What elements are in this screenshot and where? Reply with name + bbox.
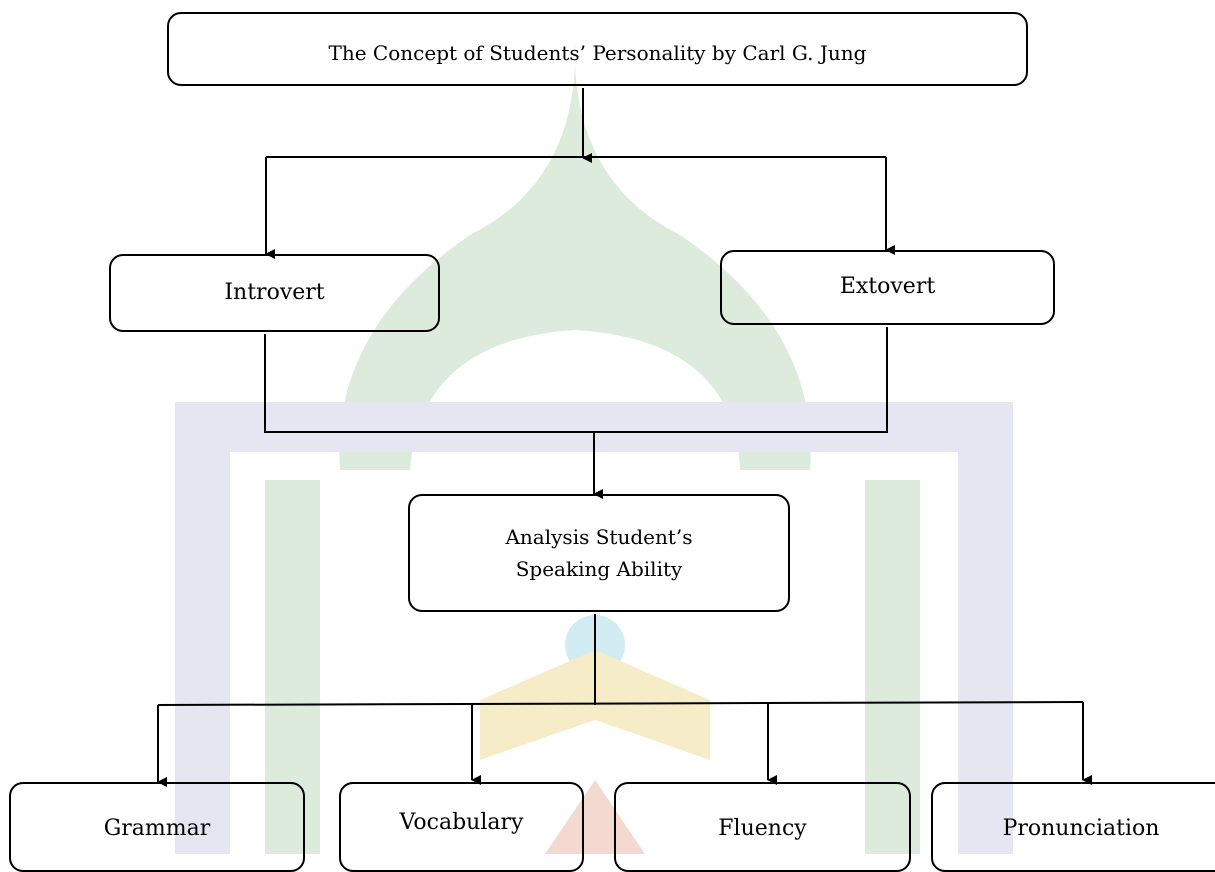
watermark-logo: [175, 40, 1013, 854]
analysis-label-line2: Speaking Ability: [515, 557, 683, 581]
grammar-box: Grammar: [9, 782, 305, 872]
grammar-label: Grammar: [103, 816, 211, 841]
pronunciation-label: Pronunciation: [1002, 816, 1160, 841]
fluency-box: Fluency: [614, 782, 911, 872]
aspects-horizontal-line: [157, 701, 1084, 706]
analysis-box: Analysis Student’s Speaking Ability: [408, 494, 790, 612]
title-box: The Concept of Students’ Personality by …: [167, 12, 1028, 86]
watermark-left-pillar: [175, 402, 230, 854]
extrovert-label: Extovert: [839, 274, 936, 299]
watermark-dome: [339, 40, 811, 470]
pronunciation-box: Pronunciation: [931, 782, 1215, 872]
extrovert-box: Extovert: [720, 250, 1055, 325]
watermark-flame: [545, 780, 645, 854]
introvert-label: Introvert: [224, 280, 325, 305]
introvert-box: Introvert: [109, 254, 440, 332]
title-label: The Concept of Students’ Personality by …: [328, 41, 867, 65]
connector-lines: [157, 88, 1092, 787]
watermark-inner-right: [865, 480, 920, 854]
vocabulary-box: Vocabulary: [339, 782, 584, 872]
fluency-label: Fluency: [718, 816, 807, 841]
analysis-label-line1: Analysis Student’s: [505, 525, 693, 549]
vocabulary-label: Vocabulary: [399, 810, 524, 835]
watermark-right-pillar: [958, 402, 1013, 854]
